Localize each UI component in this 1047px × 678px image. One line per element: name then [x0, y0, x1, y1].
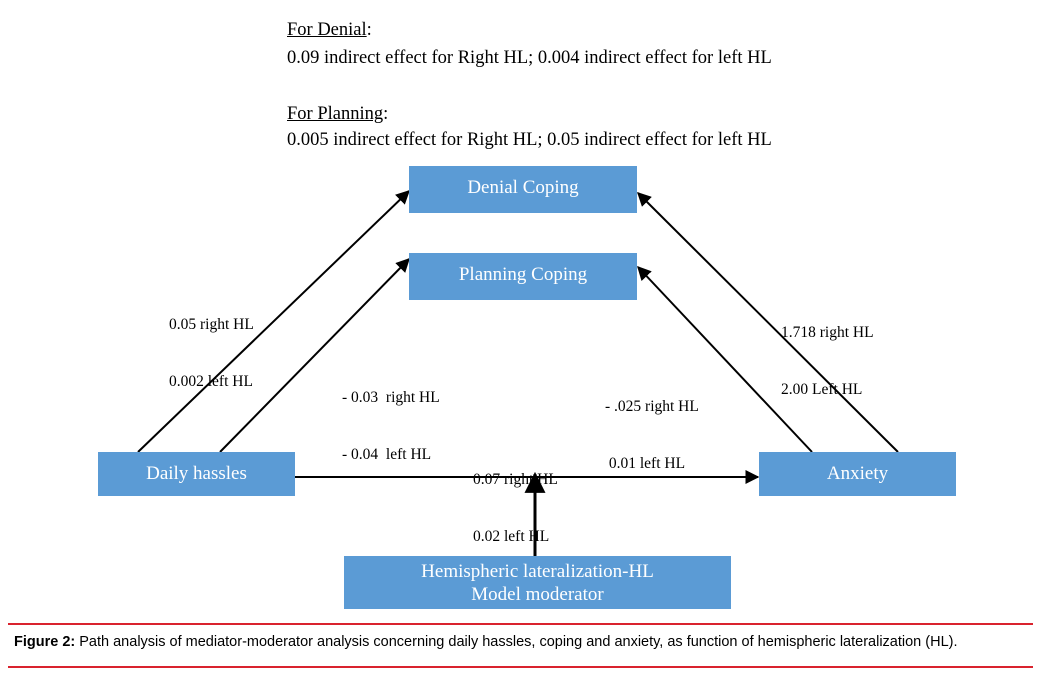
edge-label-line: 0.05 right HL	[169, 316, 254, 333]
denial-indirect-effects: 0.09 indirect effect for Right HL; 0.004…	[287, 48, 772, 68]
denial-coping-label: Denial Coping	[467, 176, 579, 198]
daily-hassles-label: Daily hassles	[146, 463, 247, 484]
denial-header-colon: :	[366, 20, 372, 40]
edge-label-line: 0.002 left HL	[169, 373, 253, 390]
anxiety-label: Anxiety	[826, 463, 889, 484]
planning-header-colon: :	[383, 104, 389, 124]
edge-label-line: 2.00 Left HL	[781, 381, 863, 398]
arrow-hassles-to-denial	[137, 190, 411, 453]
denial-coping-box: Denial Coping	[409, 166, 637, 213]
edge-label-hassles-planning: - 0.03 right HL - 0.04 left HL	[342, 350, 440, 483]
edge-label-line: 1.718 right HL	[781, 324, 874, 341]
caption-text: Path analysis of mediator-moderator anal…	[75, 634, 958, 650]
arrow-anxiety-to-planning	[637, 265, 813, 453]
planning-coping-box: Planning Coping	[409, 253, 637, 300]
caption-top-rule	[8, 623, 1033, 625]
denial-header-title: For Denial	[287, 20, 367, 40]
edge-label-hassles-anxiety: 0.07 right HL 0.02 left HL	[473, 432, 558, 565]
denial-header: For Denial:	[287, 20, 372, 41]
figure-caption: Figure 2: Path analysis of mediator-mode…	[14, 634, 958, 650]
edge-label-line: 0.02 left HL	[473, 528, 550, 545]
edge-label-anxiety-denial: 1.718 right HL 2.00 Left HL	[781, 285, 874, 418]
edge-label-line: - 0.04 left HL	[342, 446, 432, 463]
edge-label-anxiety-planning: - .025 right HL 0.01 left HL	[605, 359, 699, 492]
moderator-label-line1: Hemispheric lateralization-HL	[421, 560, 654, 582]
planning-coping-label: Planning Coping	[458, 263, 588, 285]
arrow-hassles-to-planning	[219, 257, 410, 453]
moderator-box: Hemispheric lateralization-HL Model mode…	[344, 556, 731, 609]
daily-hassles-box: Daily hassles	[98, 452, 295, 496]
edge-label-hassles-denial: 0.05 right HL 0.002 left HL	[169, 277, 254, 410]
edge-label-line: - 0.03 right HL	[342, 389, 440, 406]
edge-label-line: - .025 right HL	[605, 398, 699, 415]
caption-label: Figure 2:	[14, 634, 76, 650]
moderator-label-line2: Model moderator	[471, 583, 604, 605]
planning-header: For Planning:	[287, 104, 388, 125]
edge-label-line: 0.07 right HL	[473, 471, 558, 488]
anxiety-box: Anxiety	[759, 452, 956, 496]
caption-bottom-rule	[8, 666, 1033, 668]
arrow-anxiety-to-denial	[637, 192, 899, 453]
edge-label-line: 0.01 left HL	[605, 455, 686, 472]
planning-indirect-effects: 0.005 indirect effect for Right HL; 0.05…	[287, 130, 772, 150]
planning-header-title: For Planning	[287, 104, 384, 124]
